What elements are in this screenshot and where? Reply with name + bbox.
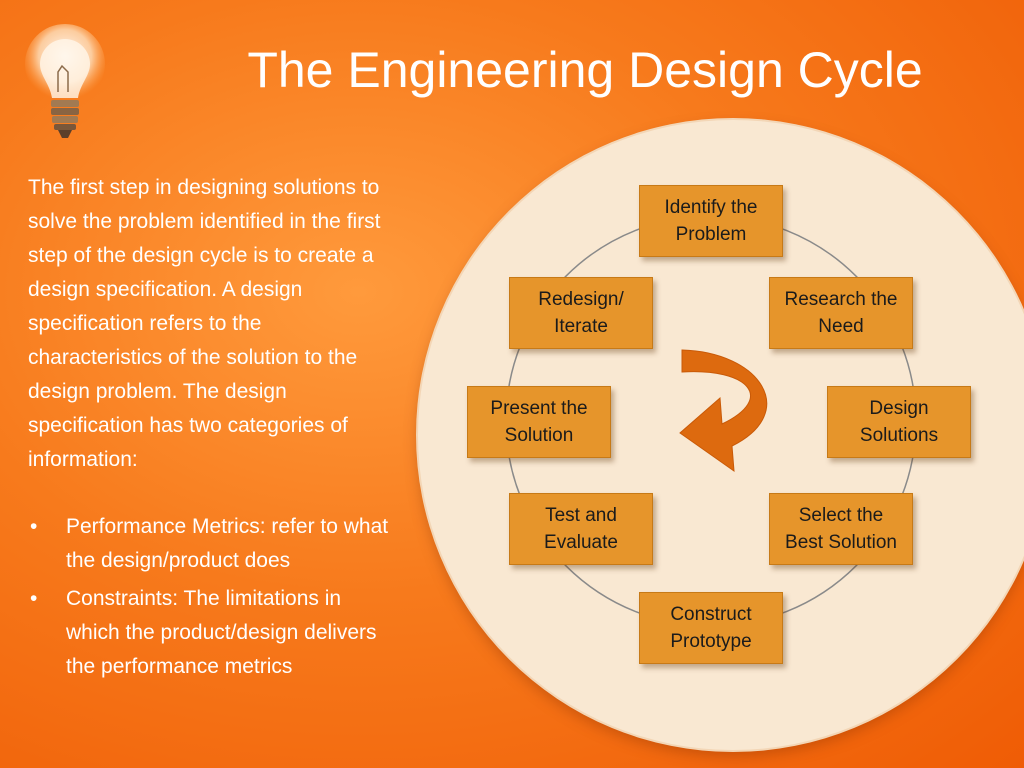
bullet-constraints: • Constraints: The limitations in which … (28, 582, 398, 684)
step-label: Test and Evaluate (544, 505, 618, 553)
step-design-solutions: Design Solutions (827, 386, 971, 458)
slide-title: The Engineering Design Cycle (247, 42, 923, 98)
bullet-text: Constraints: The limitations in which th… (66, 587, 377, 678)
bullet-performance-metrics: • Performance Metrics: refer to what the… (28, 510, 398, 578)
bullet-marker: • (30, 515, 38, 538)
step-label: Research the Need (784, 289, 898, 337)
step-test-evaluate: Test and Evaluate (509, 493, 653, 565)
step-redesign-iterate: Redesign/ Iterate (509, 277, 653, 349)
step-label: Present the Solution (490, 398, 588, 446)
bullet-marker: • (30, 587, 38, 610)
intro-paragraph: The first step in designing solutions to… (28, 176, 381, 471)
bullet-list: • Performance Metrics: refer to what the… (28, 510, 398, 688)
step-label: Select the Best Solution (785, 505, 897, 553)
step-label: Design Solutions (859, 398, 939, 446)
step-select-best-solution: Select the Best Solution (769, 493, 913, 565)
step-label: Redesign/ Iterate (538, 289, 624, 337)
step-present-solution: Present the Solution (467, 386, 611, 458)
bullet-text: Performance Metrics: refer to what the d… (66, 515, 389, 572)
step-identify-problem: Identify the Problem (639, 185, 783, 257)
step-research-need: Research the Need (769, 277, 913, 349)
step-label: Identify the Problem (664, 197, 758, 245)
step-label: Construct Prototype (670, 604, 752, 652)
step-construct-prototype: Construct Prototype (639, 592, 783, 664)
lightbulb-icon (25, 24, 105, 138)
